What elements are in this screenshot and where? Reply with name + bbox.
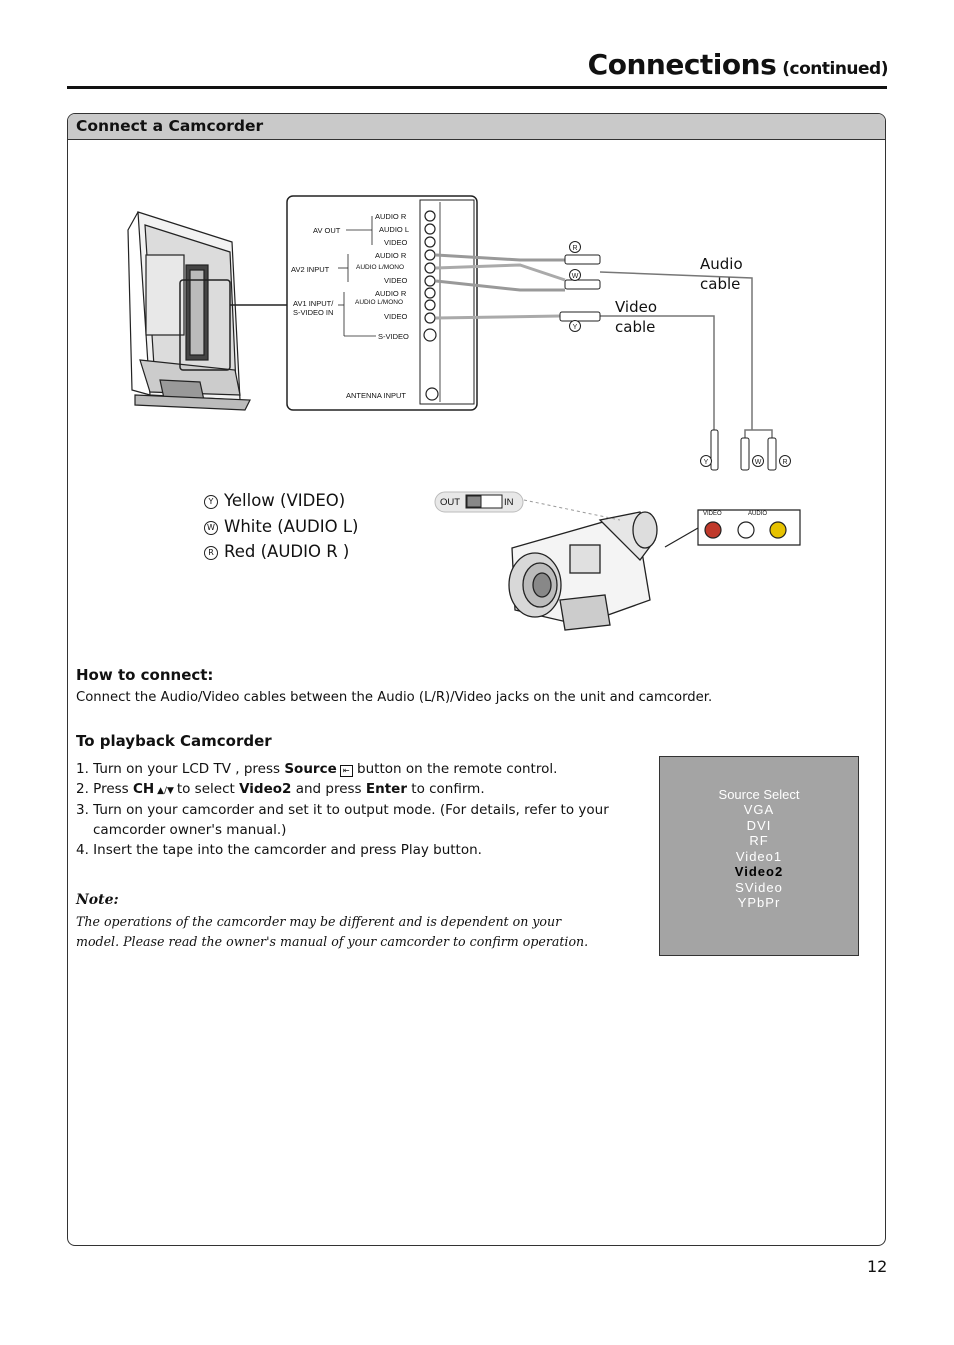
jack-label: AUDIO L/MONO	[356, 264, 405, 271]
cable-plugs	[559, 241, 791, 471]
note-body: The operations of the camcorder may be d…	[76, 914, 589, 949]
step-3-cont: camcorder owner's manual.)	[93, 822, 287, 839]
jack-label: VIDEO	[384, 276, 408, 285]
section-panel: Connect a Camcorder	[67, 113, 886, 1246]
note-heading: Note:	[76, 892, 119, 908]
jack-label: S-VIDEO	[378, 332, 409, 341]
jack-label: AUDIO L/MONO	[355, 299, 404, 306]
how-to-heading: How to connect:	[76, 666, 214, 684]
switch-leader	[523, 499, 621, 521]
page-title: Connections(continued)	[587, 48, 889, 81]
how-to-body: Connect the Audio/Video cables between t…	[76, 690, 713, 705]
tv-jack-panel	[286, 195, 478, 411]
playback-steps: 1. Turn on your LCD TV , press Source⇤ b…	[76, 760, 656, 861]
jack-label: AUDIO R	[375, 212, 407, 221]
plug-w-letter: W	[572, 273, 579, 280]
osd-title: Source Select	[718, 787, 800, 802]
jacks	[423, 210, 439, 401]
camcorder-jack-panel	[664, 509, 801, 548]
source-select-osd: Source Select VGA DVI RF Video1 Video2 S…	[659, 756, 859, 956]
ch-up-down-icon: ▲/▼	[154, 785, 177, 796]
step-2: 2. Press CH ▲/▼ to select Video2 and pre…	[76, 780, 485, 797]
step-1: 1. Turn on your LCD TV , press Source⇤ b…	[76, 761, 558, 777]
jack-label: AUDIO R	[375, 251, 407, 260]
osd-item-video1: Video1	[735, 848, 783, 864]
jack-label: ANTENNA INPUT	[346, 391, 407, 400]
jack-label: VIDEO	[384, 312, 408, 321]
connection-diagram: R W Y Y W R	[127, 195, 801, 631]
camcorder-video-jack-label: VIDEO	[703, 511, 722, 517]
source-icon: ⇤	[339, 765, 353, 777]
osd-item-dvi: DVI	[746, 817, 772, 833]
av2-input-label: AV2 INPUT	[291, 265, 330, 274]
switch-out-label: OUT	[440, 497, 461, 508]
svideo-in-label: S-VIDEO IN	[293, 308, 334, 317]
jack-label: AUDIO L	[379, 225, 410, 234]
header-rule	[67, 86, 887, 89]
plug-r-letter: R	[572, 245, 577, 252]
section-title: Connect a Camcorder	[76, 117, 264, 135]
jack-y-letter: Y	[704, 459, 709, 466]
camcorder-audio-jack-label: AUDIO	[748, 511, 768, 517]
jack-label: AUDIO R	[375, 289, 407, 298]
tv-rear-illustration	[127, 211, 288, 411]
camcorder-illustration	[508, 511, 658, 631]
jack-label: VIDEO	[384, 238, 408, 247]
plug-y-letter: Y	[573, 324, 578, 331]
osd-item-vga: VGA	[743, 802, 775, 817]
mode-switch	[434, 491, 524, 513]
osd-item-svideo: SVideo	[735, 879, 783, 895]
step-4: 4. Insert the tape into the camcorder an…	[76, 841, 482, 858]
page-number: 12	[867, 1257, 888, 1276]
jack-w-letter: W	[755, 459, 762, 466]
jack-r-letter: R	[782, 459, 787, 466]
section-header: Connect a Camcorder	[68, 114, 885, 140]
osd-item-rf: RF	[749, 833, 769, 848]
osd-item-ypbpr: YPbPr	[737, 895, 781, 910]
av-out-label: AV OUT	[313, 226, 341, 235]
switch-in-label: IN	[504, 497, 514, 508]
playback-heading: To playback Camcorder	[76, 732, 272, 750]
cables	[435, 253, 773, 438]
osd-item-video2: Video2	[734, 864, 784, 879]
step-3: 3. Turn on your camcorder and set it to …	[76, 802, 609, 819]
av1-input-label: AV1 INPUT/	[293, 299, 334, 308]
page-subtitle: (continued)	[782, 59, 888, 79]
